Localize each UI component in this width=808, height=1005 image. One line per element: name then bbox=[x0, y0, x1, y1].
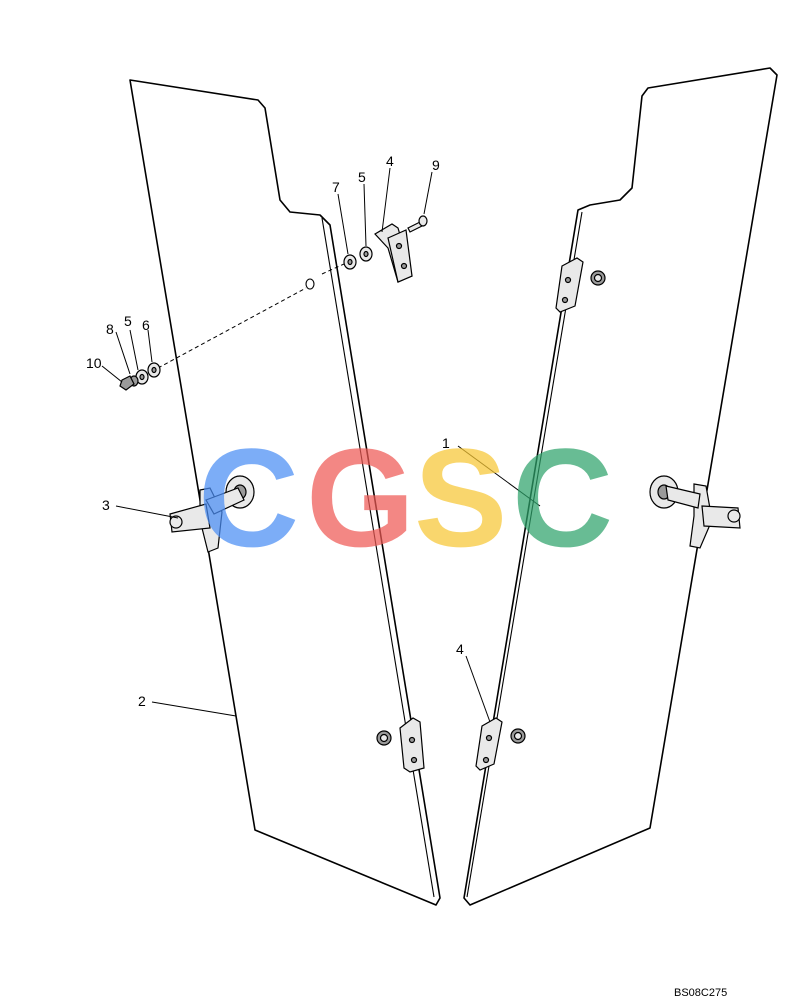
callout-3: 3 bbox=[102, 497, 110, 513]
right-latch-handle bbox=[649, 475, 741, 549]
upper-right-hinge bbox=[555, 257, 606, 313]
watermark-letter-c2: C bbox=[512, 419, 613, 576]
lower-left-hinge bbox=[376, 717, 425, 773]
callout-4-top: 4 bbox=[386, 153, 394, 169]
callout-6: 6 bbox=[142, 317, 150, 333]
exploded-fastener-assembly bbox=[119, 278, 315, 391]
watermark-letter-s: S bbox=[414, 419, 507, 576]
callout-5-top: 5 bbox=[358, 169, 366, 185]
callout-8: 8 bbox=[106, 321, 114, 337]
callout-2: 2 bbox=[138, 693, 146, 709]
callout-labels: 1 2 3 4 4 5 5 6 7 8 9 10 bbox=[86, 153, 464, 709]
callout-10: 10 bbox=[86, 355, 102, 371]
left-latch-handle bbox=[169, 475, 255, 553]
callout-leaders bbox=[101, 167, 541, 723]
watermark-letter-c1: C bbox=[198, 419, 299, 576]
lower-right-hinge bbox=[475, 717, 526, 771]
exploded-hinge-assembly bbox=[321, 215, 428, 283]
drawing-code: BS08C275 bbox=[674, 987, 727, 999]
callout-5-left: 5 bbox=[124, 313, 132, 329]
right-door-panel bbox=[463, 67, 778, 906]
callout-1: 1 bbox=[442, 435, 450, 451]
left-door-panel bbox=[129, 79, 441, 906]
watermark: C G S C bbox=[198, 419, 613, 576]
callout-9: 9 bbox=[432, 157, 440, 173]
callout-4-bottom: 4 bbox=[456, 641, 464, 657]
callout-7: 7 bbox=[332, 179, 340, 195]
watermark-letter-g: G bbox=[306, 419, 415, 576]
